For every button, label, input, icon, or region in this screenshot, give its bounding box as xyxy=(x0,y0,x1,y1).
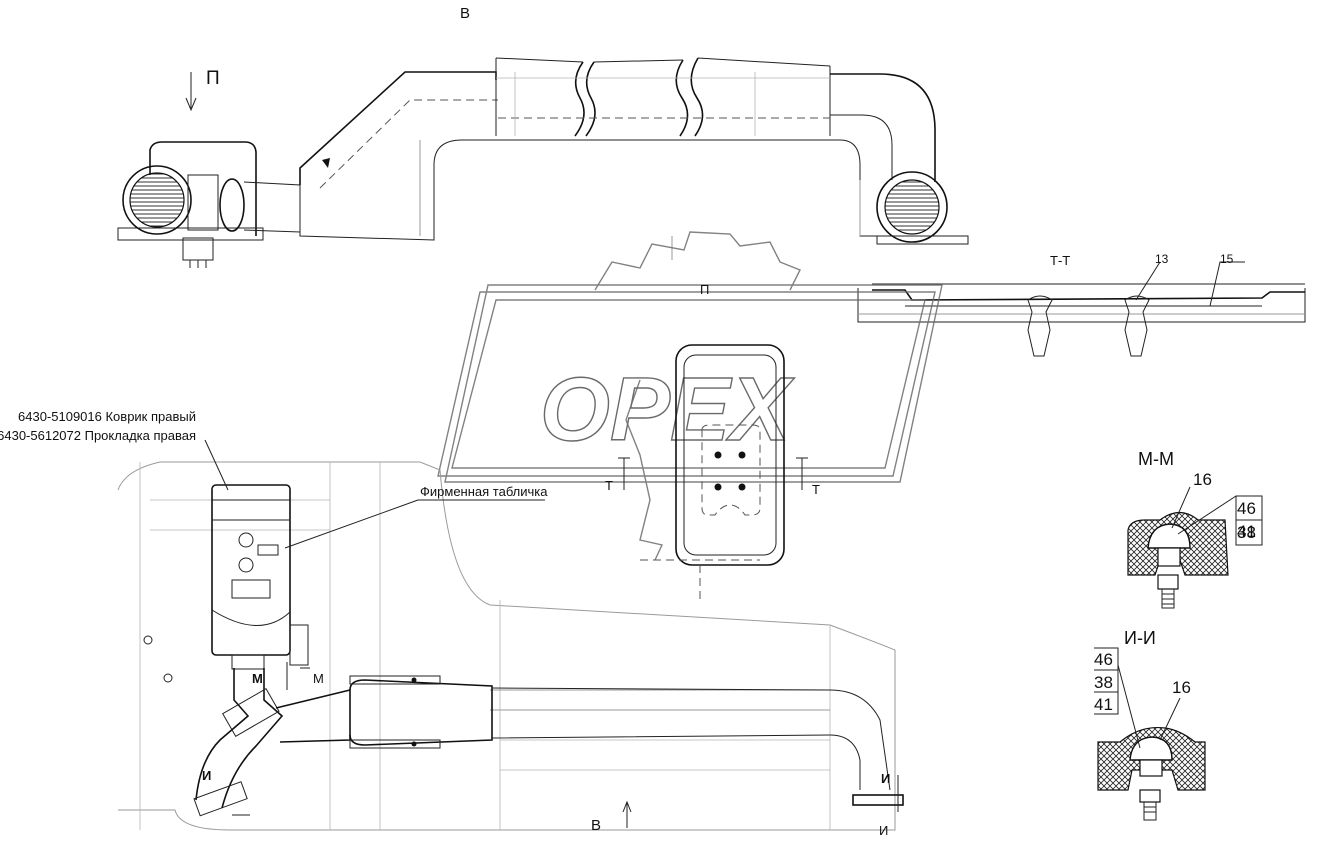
section-label-ii: И-И xyxy=(1124,628,1156,648)
cut-label-i-2: И xyxy=(881,771,890,786)
mm-callout-46: 46 xyxy=(1237,499,1256,518)
ii-callout-46: 46 xyxy=(1094,650,1113,669)
opex-watermark xyxy=(437,231,943,561)
bracket-view-p xyxy=(618,344,808,600)
section-ii xyxy=(1094,647,1206,821)
ii-callout-16: 16 xyxy=(1172,678,1191,697)
mm-callout-38: 38 xyxy=(1237,523,1256,542)
cut-label-m-1: М xyxy=(252,671,263,686)
note-mat: 6430-5109016 Коврик правый xyxy=(18,409,196,424)
section-label-tt: Т-Т xyxy=(1050,253,1070,268)
view-label-b-bottom: В xyxy=(591,817,601,834)
callout-15: 15 xyxy=(1220,252,1234,266)
ii-callout-41: 41 xyxy=(1094,695,1113,714)
callout-13: 13 xyxy=(1155,252,1169,266)
top-view xyxy=(117,57,969,268)
cut-label-i-1: И xyxy=(202,768,211,783)
bottom-plan xyxy=(117,461,904,831)
view-label-p-small: П xyxy=(700,282,709,297)
cut-label-m-2: М xyxy=(313,671,324,686)
mm-callout-16: 16 xyxy=(1193,470,1212,489)
note-leaders xyxy=(204,439,545,549)
view-arrow-p xyxy=(185,72,197,112)
cut-label-i-3: И xyxy=(879,823,888,838)
view-label-b-top: В xyxy=(460,5,470,22)
note-gasket: 6430-5612072 Прокладка правая xyxy=(0,428,196,443)
cut-label-t-right: Т xyxy=(812,482,820,497)
mm-callout-41: 41 xyxy=(1237,522,1256,541)
view-label-p: П xyxy=(206,68,220,89)
cut-label-t-left: Т xyxy=(605,478,613,493)
watermark-text: OPEX xyxy=(540,360,795,460)
note-nameplate: Фирменная табличка xyxy=(420,484,548,499)
section-tt xyxy=(857,261,1306,357)
section-label-mm: М-М xyxy=(1138,449,1174,469)
ii-callout-38: 38 xyxy=(1094,673,1113,692)
section-mm xyxy=(1127,486,1263,609)
